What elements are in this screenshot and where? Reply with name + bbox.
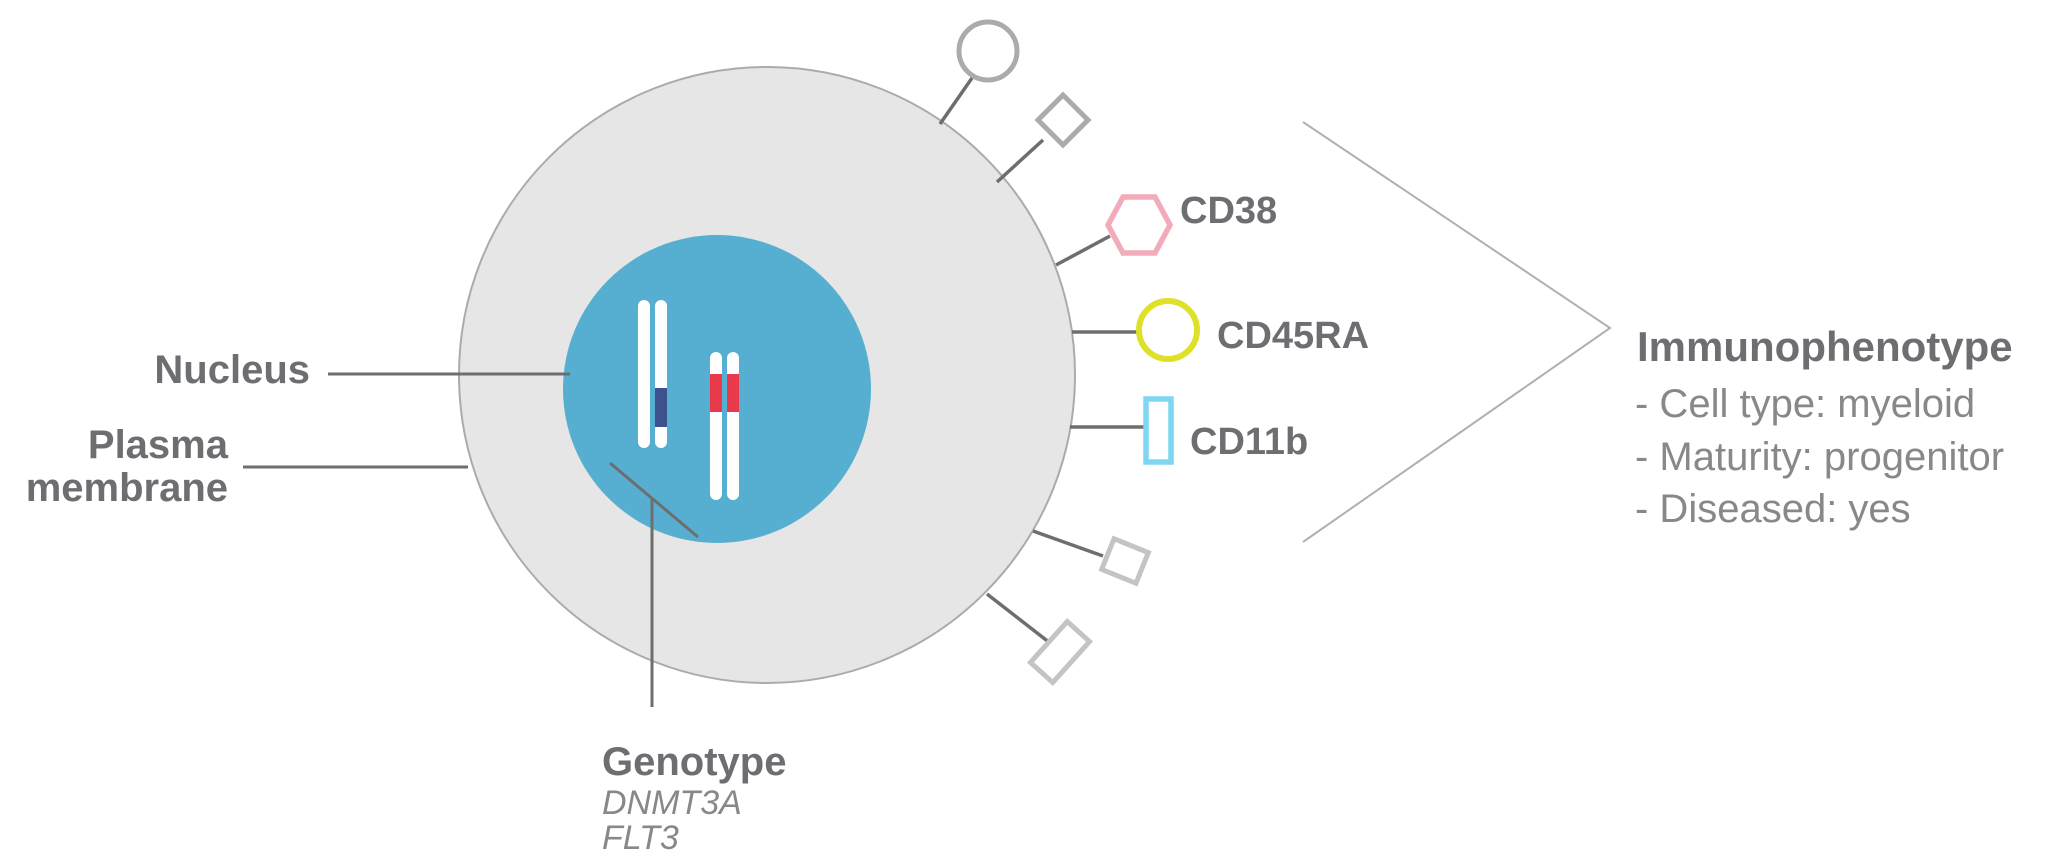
immunophenotype-item-cell-type: - Cell type: myeloid [1635,382,1976,426]
mutation-band-red [727,374,739,412]
plasma-membrane-label-line2: membrane [25,466,228,510]
gene-dnmt3a: DNMT3A [602,784,742,822]
receptor-diamond-icon [1034,91,1092,149]
cd38-hexagon-icon [1104,194,1174,256]
plasma-membrane-label-line1: Plasma [87,423,228,467]
mutation-band-red [710,374,722,412]
genotype-label: Genotype [602,740,787,784]
receptor-stalks [938,77,1145,645]
plasma-membrane-label: Plasma membrane [13,424,228,510]
receptor-parallelogram-icon [1026,617,1094,687]
immunophenotype-items: - Cell type: myeloid - Maturity: progeni… [1635,378,2004,536]
genotype-leader-line [609,461,699,707]
chromosome-pair-2 [710,352,739,500]
gene-flt3: FLT3 [602,819,679,857]
immunophenotype-item-diseased: - Diseased: yes [1635,487,1911,531]
cd11b-rectangle-icon [1143,396,1174,465]
mutation-band-navy [655,388,667,427]
genotype-genes: DNMT3A FLT3 [602,786,742,856]
immunophenotype-chevron [1302,121,1612,543]
cd45ra-label: CD45RA [1217,315,1370,357]
immunophenotype-item-maturity: - Maturity: progenitor [1635,434,2005,479]
nucleus-label: Nucleus [154,348,310,392]
chromosome-pair-1 [638,300,667,448]
receptor-circle-gray-icon [956,19,1020,83]
cd45ra-circle-icon [1136,298,1200,362]
cd11b-label: CD11b [1190,421,1309,463]
receptor-square-icon [1098,535,1152,587]
immunophenotype-title: Immunophenotype [1637,323,2013,370]
cd38-label: CD38 [1180,190,1278,232]
